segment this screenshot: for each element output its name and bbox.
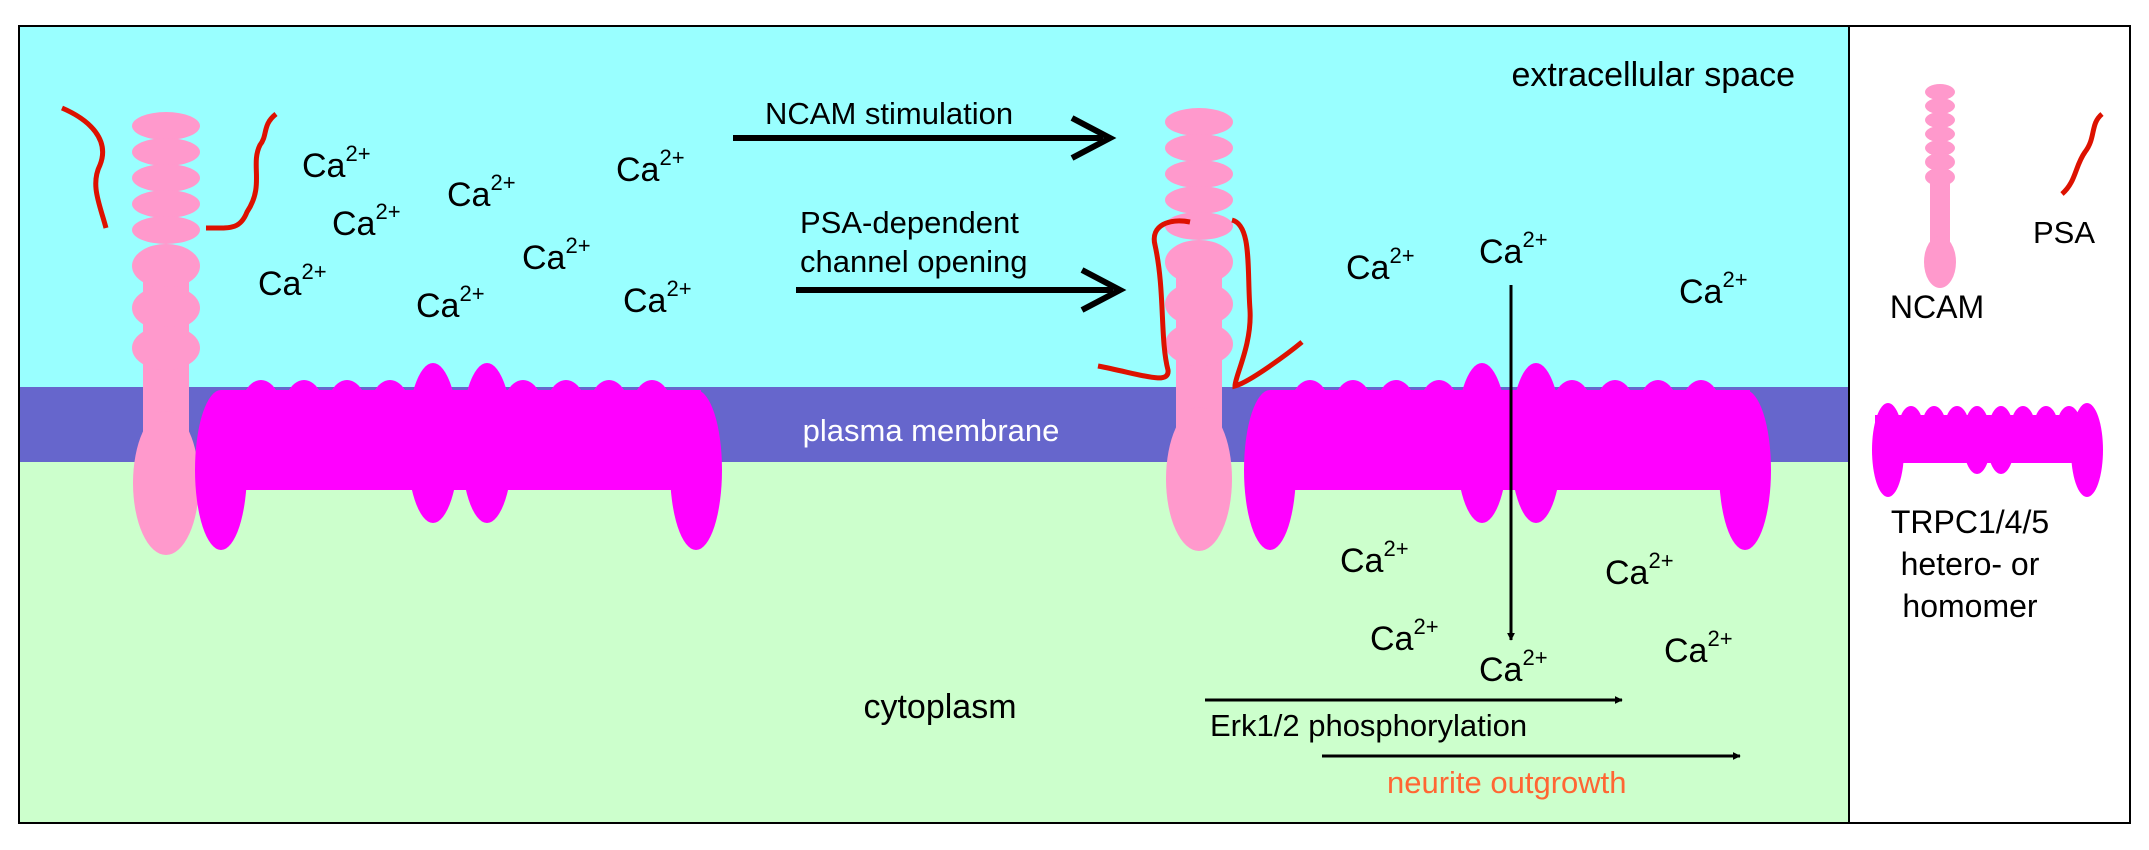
membrane-label: plasma membrane (803, 413, 1060, 448)
calcium-ion: Ca2+ (1605, 548, 1674, 592)
legend-panel: NCAM PSA TRPC1/4/5 hetero- or homomer (1872, 84, 2104, 624)
calcium-ion-group: Ca2+ Ca2+ Ca2+ Ca2+ Ca2+ Ca2+ Ca2+ Ca2+ … (258, 141, 1748, 689)
calcium-ion: Ca2+ (522, 233, 591, 277)
psa-chain-right-2 (1230, 217, 1304, 390)
calcium-ion: Ca2+ (1664, 626, 1733, 670)
ncam-molecule-right (1165, 108, 1233, 551)
ncam-molecule-left (132, 112, 200, 555)
calcium-ion: Ca2+ (447, 170, 516, 214)
diagram-frame (18, 25, 2131, 824)
calcium-ion: Ca2+ (616, 145, 685, 189)
calcium-ion: Ca2+ (623, 276, 692, 320)
legend-trpc-label-line3: homomer (1902, 588, 2038, 624)
calcium-ion: Ca2+ (1479, 227, 1548, 271)
legend-ncam-symbol (1924, 84, 1956, 288)
legend-trpc-label-line2: hetero- or (1901, 546, 2040, 582)
extracellular-label: extracellular space (1512, 56, 1795, 94)
psa-label-line2: channel opening (800, 244, 1028, 279)
calcium-ion: Ca2+ (1340, 536, 1409, 580)
outgrowth-label: neurite outgrowth (1387, 765, 1627, 800)
psa-chain-left-1 (61, 105, 109, 229)
psa-chain-right-1 (1097, 218, 1191, 381)
stimulation-label: NCAM stimulation (765, 96, 1013, 131)
cytoplasm-label: cytoplasm (863, 688, 1016, 726)
legend-psa-label: PSA (2033, 215, 2095, 250)
calcium-ion: Ca2+ (302, 141, 371, 185)
calcium-ion: Ca2+ (1679, 267, 1748, 311)
legend-ncam-label: NCAM (1890, 289, 1984, 325)
calcium-ion: Ca2+ (332, 199, 401, 243)
psa-label-line1: PSA-dependent (800, 205, 1019, 240)
calcium-ion: Ca2+ (1370, 614, 1439, 658)
cytoplasm-region (20, 462, 1850, 822)
erk-label: Erk1/2 phosphorylation (1210, 708, 1527, 743)
channel-opening-arrow (796, 267, 1127, 313)
calcium-ion: Ca2+ (1346, 243, 1415, 287)
legend-trpc-symbol (1872, 403, 2103, 497)
extracellular-region (20, 27, 1850, 387)
calcium-ion: Ca2+ (416, 281, 485, 325)
psa-chain-left-2 (205, 112, 278, 231)
stimulation-arrow (733, 115, 1117, 161)
calcium-ion: Ca2+ (258, 259, 327, 303)
legend-trpc-label-line1: TRPC1/4/5 (1891, 504, 2049, 540)
calcium-ion: Ca2+ (1479, 645, 1548, 689)
legend-psa-symbol (2060, 112, 2104, 196)
